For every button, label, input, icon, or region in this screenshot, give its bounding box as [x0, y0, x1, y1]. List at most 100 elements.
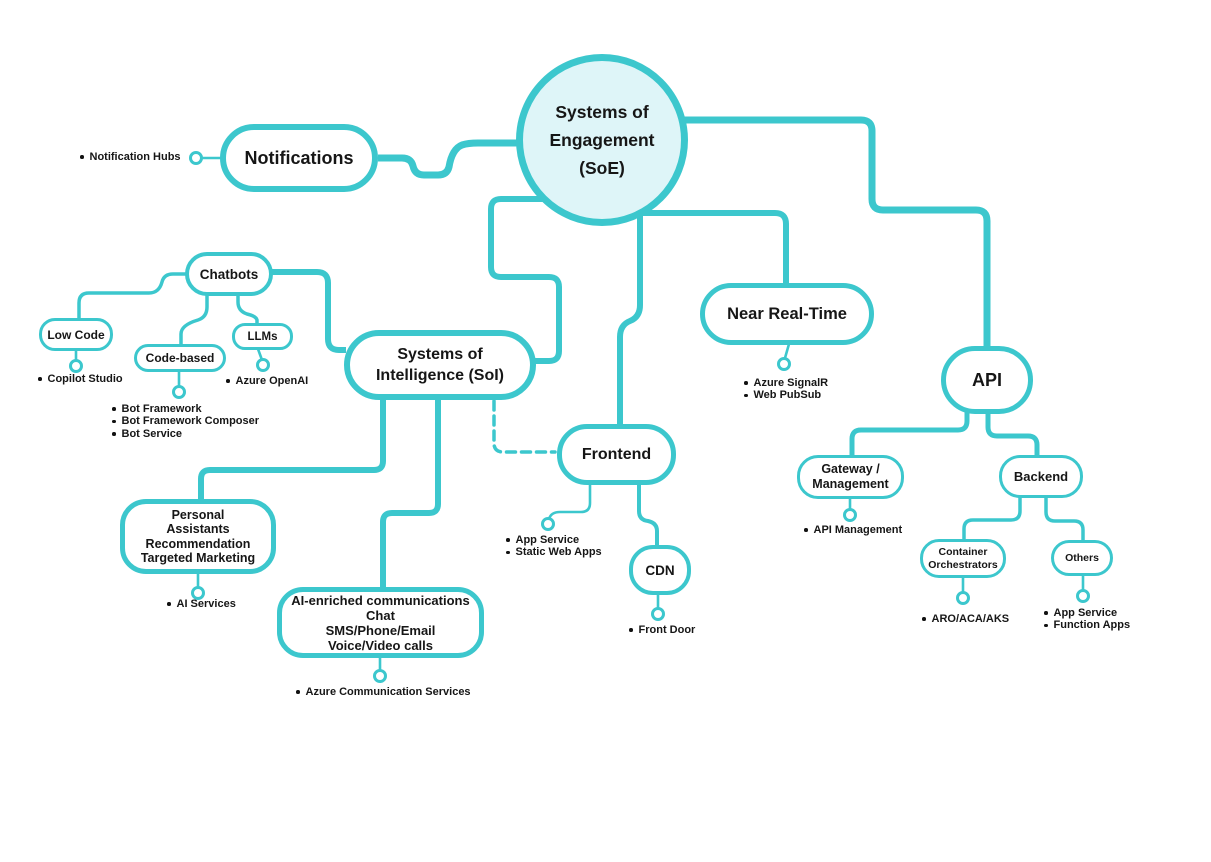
- edge-near-real-time-leaf: [783, 342, 791, 360]
- leaf-list-llms: Azure OpenAI: [226, 375, 308, 387]
- edge-chatbots-code-based: [179, 295, 209, 346]
- leaf-list-notifications: Notification Hubs: [80, 151, 181, 163]
- edge-backend-others: [1044, 496, 1085, 542]
- node-label-line: Voice/Video calls: [327, 637, 433, 653]
- edge-root-api: [640, 116, 991, 350]
- node-backend[interactable]: Backend: [999, 455, 1083, 498]
- bullet: [744, 393, 748, 398]
- edge-soi-ai-comms: [380, 398, 441, 589]
- node-label: LLMs: [247, 330, 278, 343]
- bullet: [296, 690, 300, 694]
- edge-api-gateway: [849, 410, 970, 457]
- node-notifications[interactable]: Notifications: [220, 124, 378, 192]
- bullet: [112, 419, 116, 424]
- bullet: [922, 617, 926, 621]
- leaf-list-container-orchestrators: ARO/ACA/AKS: [922, 613, 1009, 625]
- node-label-line: SMS/Phone/Email: [325, 622, 436, 638]
- node-label: API: [971, 369, 1002, 390]
- leaf-dot-api-management: [843, 508, 857, 522]
- leaf-dot-ai-services: [191, 586, 205, 600]
- bullet: [80, 155, 84, 159]
- leaf-list-personal-assistants: AI Services: [167, 598, 236, 610]
- node-label-line: Intelligence (SoI): [375, 367, 504, 384]
- edge-notifications-root: [378, 139, 545, 179]
- edge-frontend-cdn: [637, 483, 659, 547]
- leaf-dot-notification-hubs: [189, 151, 203, 165]
- root-label-line: (SoE): [579, 158, 625, 178]
- edge-soi-frontend-dashed: [492, 399, 557, 454]
- node-cdn[interactable]: CDN: [629, 545, 691, 595]
- leaf-dot-aro-aca-aks: [956, 591, 970, 605]
- node-api[interactable]: API: [941, 346, 1033, 414]
- node-label-line: Assistants: [166, 522, 230, 536]
- node-label-line: Orchestrators: [928, 558, 998, 571]
- leaf-dot-frontend-services: [541, 517, 555, 531]
- leaf-item: API Management: [813, 524, 903, 536]
- node-ai-enriched-communications[interactable]: AI-enriched communications Chat SMS/Phon…: [277, 587, 484, 658]
- leaf-item: Bot Framework Composer: [121, 415, 260, 428]
- edge-chatbots-soi: [270, 269, 346, 353]
- bullet: [1044, 623, 1048, 628]
- node-gateway-management[interactable]: Gateway / Management: [797, 455, 904, 499]
- bullet: [804, 528, 808, 532]
- edge-frontend-leaf: [547, 481, 592, 521]
- edge-chatbots-llms: [236, 295, 259, 324]
- bullet: [629, 628, 633, 632]
- node-label: Notifications: [244, 147, 354, 168]
- leaf-dot-bot-framework: [172, 385, 186, 399]
- node-llms[interactable]: LLMs: [232, 323, 293, 350]
- leaf-item: Azure SignalR: [753, 377, 829, 389]
- node-label: Frontend: [581, 445, 652, 463]
- node-label-line: Gateway /: [821, 462, 880, 476]
- edge-soi-personal-assistants: [198, 398, 386, 501]
- node-systems-of-intelligence[interactable]: Systems of Intelligence (SoI): [344, 330, 536, 400]
- leaf-item: Front Door: [638, 624, 696, 636]
- leaf-item: Azure OpenAI: [235, 375, 309, 387]
- bullet: [226, 379, 230, 383]
- root-label-line: Systems of: [555, 102, 649, 122]
- leaf-item: Notification Hubs: [89, 151, 181, 163]
- leaf-dot-azure-communication-services: [373, 669, 387, 683]
- bullet: [167, 602, 171, 606]
- node-label-line: AI-enriched communications: [291, 592, 470, 608]
- leaf-list-code-based: Bot Framework Bot Framework Composer Bot…: [112, 403, 259, 440]
- node-frontend[interactable]: Frontend: [557, 424, 676, 485]
- node-label-line: Targeted Marketing: [140, 551, 256, 565]
- node-label: Code-based: [145, 351, 215, 365]
- node-others[interactable]: Others: [1051, 540, 1113, 576]
- node-personal-assistants[interactable]: Personal Assistants Recommendation Targe…: [120, 499, 276, 574]
- node-label-line: Container: [938, 545, 988, 558]
- node-label: Low Code: [47, 327, 105, 342]
- edge-llms-leaf: [256, 347, 264, 362]
- leaf-item: Azure Communication Services: [305, 686, 471, 698]
- leaf-item: App Service: [1053, 607, 1118, 619]
- leaf-item: Bot Service: [121, 427, 183, 440]
- leaf-list-gateway-management: API Management: [804, 524, 902, 536]
- node-label-line: Systems of: [397, 346, 483, 363]
- bullet: [506, 550, 510, 555]
- bullet: [38, 377, 42, 381]
- leaf-list-ai-enriched-communications: Azure Communication Services: [296, 686, 471, 698]
- node-label-line: Chat: [366, 607, 395, 623]
- leaf-item: ARO/ACA/AKS: [931, 613, 1010, 625]
- node-systems-of-engagement[interactable]: Systems of Engagement (SoE): [516, 54, 688, 226]
- node-label-line: Recommendation: [145, 536, 251, 551]
- node-chatbots[interactable]: Chatbots: [185, 252, 273, 296]
- edge-root-frontend: [617, 205, 643, 428]
- leaf-list-near-real-time: Azure SignalR Web PubSub: [744, 377, 828, 402]
- node-container-orchestrators[interactable]: Container Orchestrators: [920, 539, 1006, 578]
- leaf-item: Web PubSub: [753, 389, 822, 402]
- leaf-dot-copilot-studio: [69, 359, 83, 373]
- edge-root-soi: [488, 196, 562, 364]
- node-code-based[interactable]: Code-based: [134, 344, 226, 372]
- leaf-dot-azure-openai: [256, 358, 270, 372]
- node-near-real-time[interactable]: Near Real-Time: [700, 283, 874, 345]
- node-label-line: Management: [812, 477, 889, 491]
- node-low-code[interactable]: Low Code: [39, 318, 113, 351]
- node-label: Near Real-Time: [727, 304, 847, 323]
- leaf-item: Copilot Studio: [47, 373, 123, 385]
- leaf-item: Static Web Apps: [515, 546, 602, 559]
- edge-api-backend: [985, 410, 1040, 457]
- bullet: [112, 407, 116, 411]
